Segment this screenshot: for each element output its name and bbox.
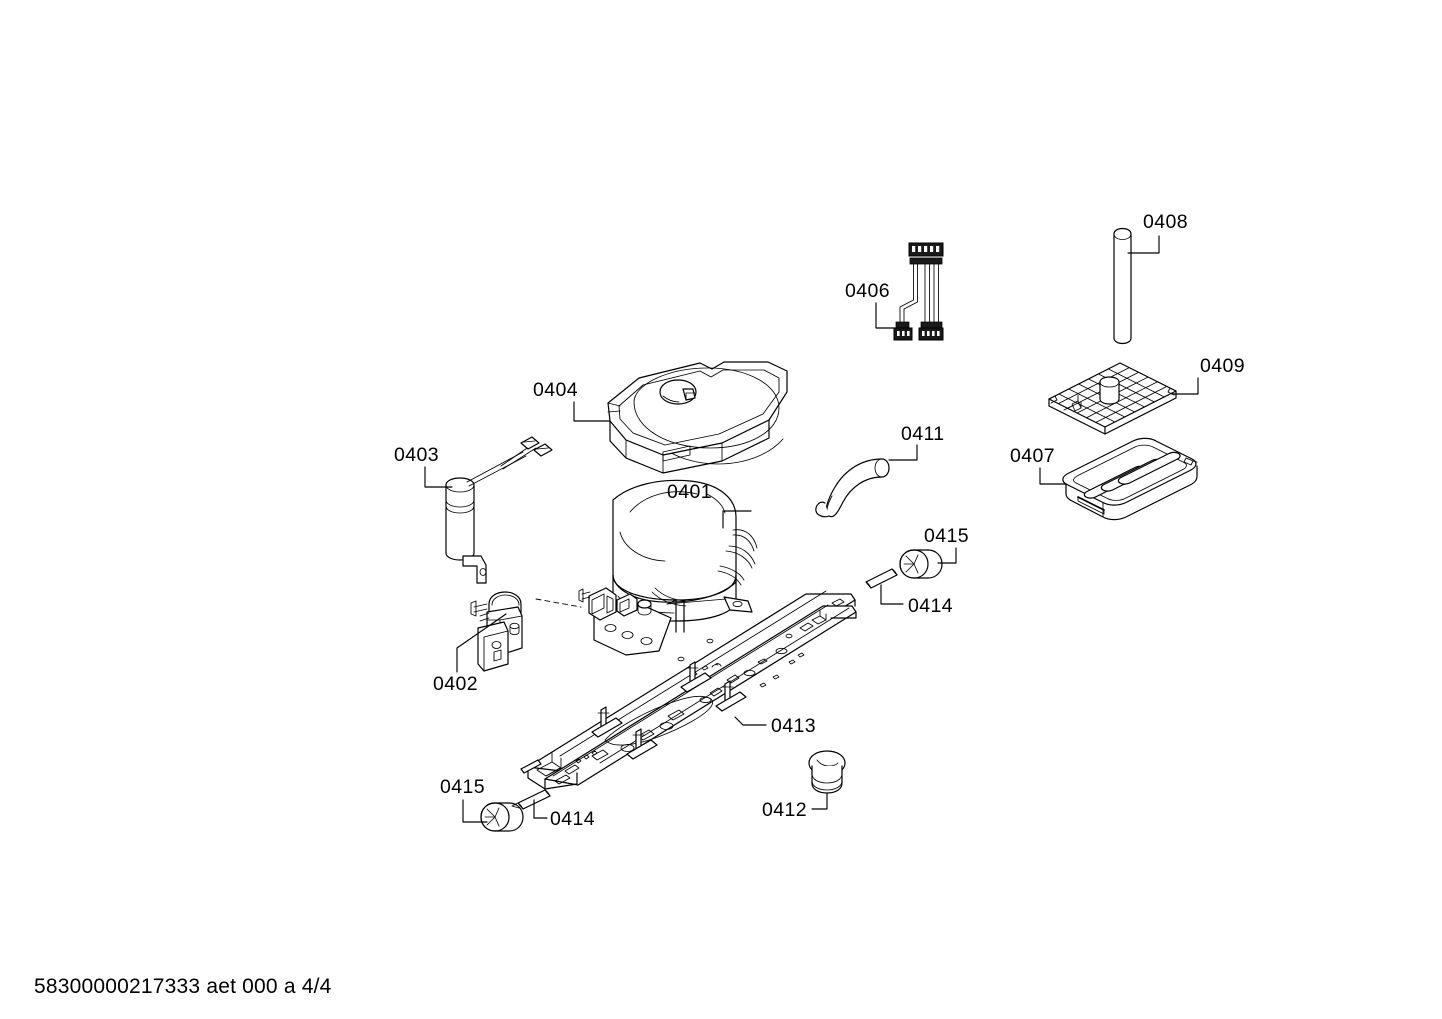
callout-0408: 0408 (1127, 211, 1188, 254)
callout-label-0415-right: 0415 (924, 525, 969, 547)
callout-0407: 0407 (1010, 445, 1067, 485)
part-0401-compressor (535, 479, 758, 656)
part-0402-start-relay-module (470, 591, 523, 672)
part-0415-vibration-mount-right (899, 549, 943, 579)
callout-label-0407: 0407 (1010, 445, 1055, 467)
callout-label-0404: 0404 (533, 379, 578, 401)
part-0413-mounting-rail (520, 590, 857, 790)
callout-0411: 0411 (888, 423, 945, 461)
callout-0412: 0412 (762, 792, 828, 821)
callout-label-0401: 0401 (667, 481, 712, 503)
callout-0415-left: 0415 (440, 776, 488, 823)
callout-0414-left: 0414 (533, 799, 595, 830)
callout-0415-right: 0415 (924, 525, 969, 564)
callout-label-0406: 0406 (845, 280, 890, 302)
callout-0403: 0403 (394, 444, 453, 488)
part-0407-drip-tray-cover (1062, 437, 1198, 521)
callout-0401: 0401 (667, 481, 752, 529)
sheet-footer-code: 58300000217333 aet 000 a 4/4 (34, 975, 332, 998)
callout-0402: 0402 (433, 613, 507, 695)
callout-label-0413: 0413 (771, 715, 816, 737)
part-0414-mounting-pin-right (865, 568, 898, 589)
callout-label-0409: 0409 (1200, 355, 1245, 377)
callout-0413: 0413 (734, 715, 816, 737)
callout-label-0414-right: 0414 (908, 595, 953, 617)
part-0406-wiring-harness (893, 242, 944, 341)
part-0404-evaporation-tray (607, 361, 788, 474)
callout-0409: 0409 (1171, 355, 1245, 395)
callout-label-0402: 0402 (433, 673, 478, 695)
part-0403-run-capacitor (445, 436, 553, 584)
part-0415-vibration-mount-left (480, 802, 524, 832)
callout-0404: 0404 (533, 379, 611, 422)
callout-label-0408: 0408 (1143, 211, 1188, 233)
callout-0406: 0406 (845, 280, 901, 329)
part-0411-suction-tube (815, 458, 890, 518)
callout-label-0414-left: 0414 (550, 808, 595, 830)
part-0409-grid-cover (1048, 362, 1177, 435)
callout-label-0412: 0412 (762, 799, 807, 821)
callout-label-0411: 0411 (901, 423, 945, 445)
callout-label-0403: 0403 (394, 444, 439, 466)
part-0408-drain-pipe (1113, 227, 1132, 345)
part-0412-rubber-grommet (808, 750, 846, 794)
callout-0414-right: 0414 (880, 584, 953, 617)
callout-label-0415-left: 0415 (440, 776, 485, 798)
